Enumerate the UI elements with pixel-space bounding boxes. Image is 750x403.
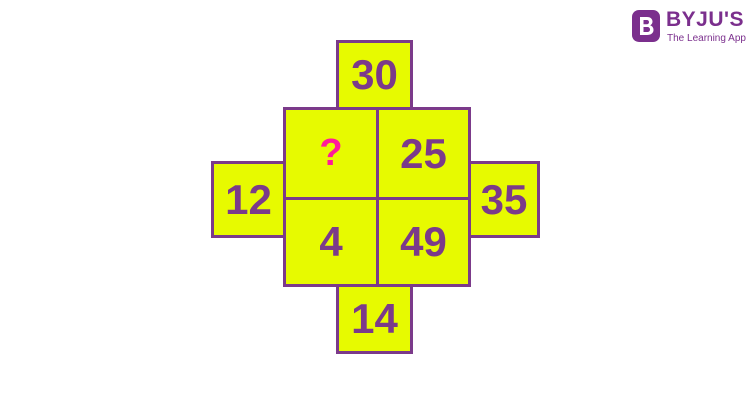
center-bottom-right-cell: 49 bbox=[400, 218, 447, 265]
unknown-number-cell: ? bbox=[319, 132, 343, 174]
puzzle-left-cell: 12 bbox=[211, 161, 286, 238]
byjus-logo: BYJU'S The Learning App bbox=[632, 8, 746, 44]
grid-horizontal-divider bbox=[286, 197, 468, 200]
puzzle-top-cell: 30 bbox=[336, 40, 413, 110]
byjus-b-icon bbox=[632, 10, 660, 42]
puzzle-right-cell: 35 bbox=[468, 161, 540, 238]
center-top-right-cell: 25 bbox=[400, 129, 447, 177]
puzzle-bottom-cell: 14 bbox=[336, 284, 413, 354]
puzzle-center-grid: ? 25 4 49 bbox=[283, 107, 471, 287]
brand-name: BYJU'S bbox=[666, 8, 745, 31]
brand-tagline: The Learning App bbox=[667, 33, 746, 44]
center-bottom-left-cell: 4 bbox=[319, 218, 343, 265]
